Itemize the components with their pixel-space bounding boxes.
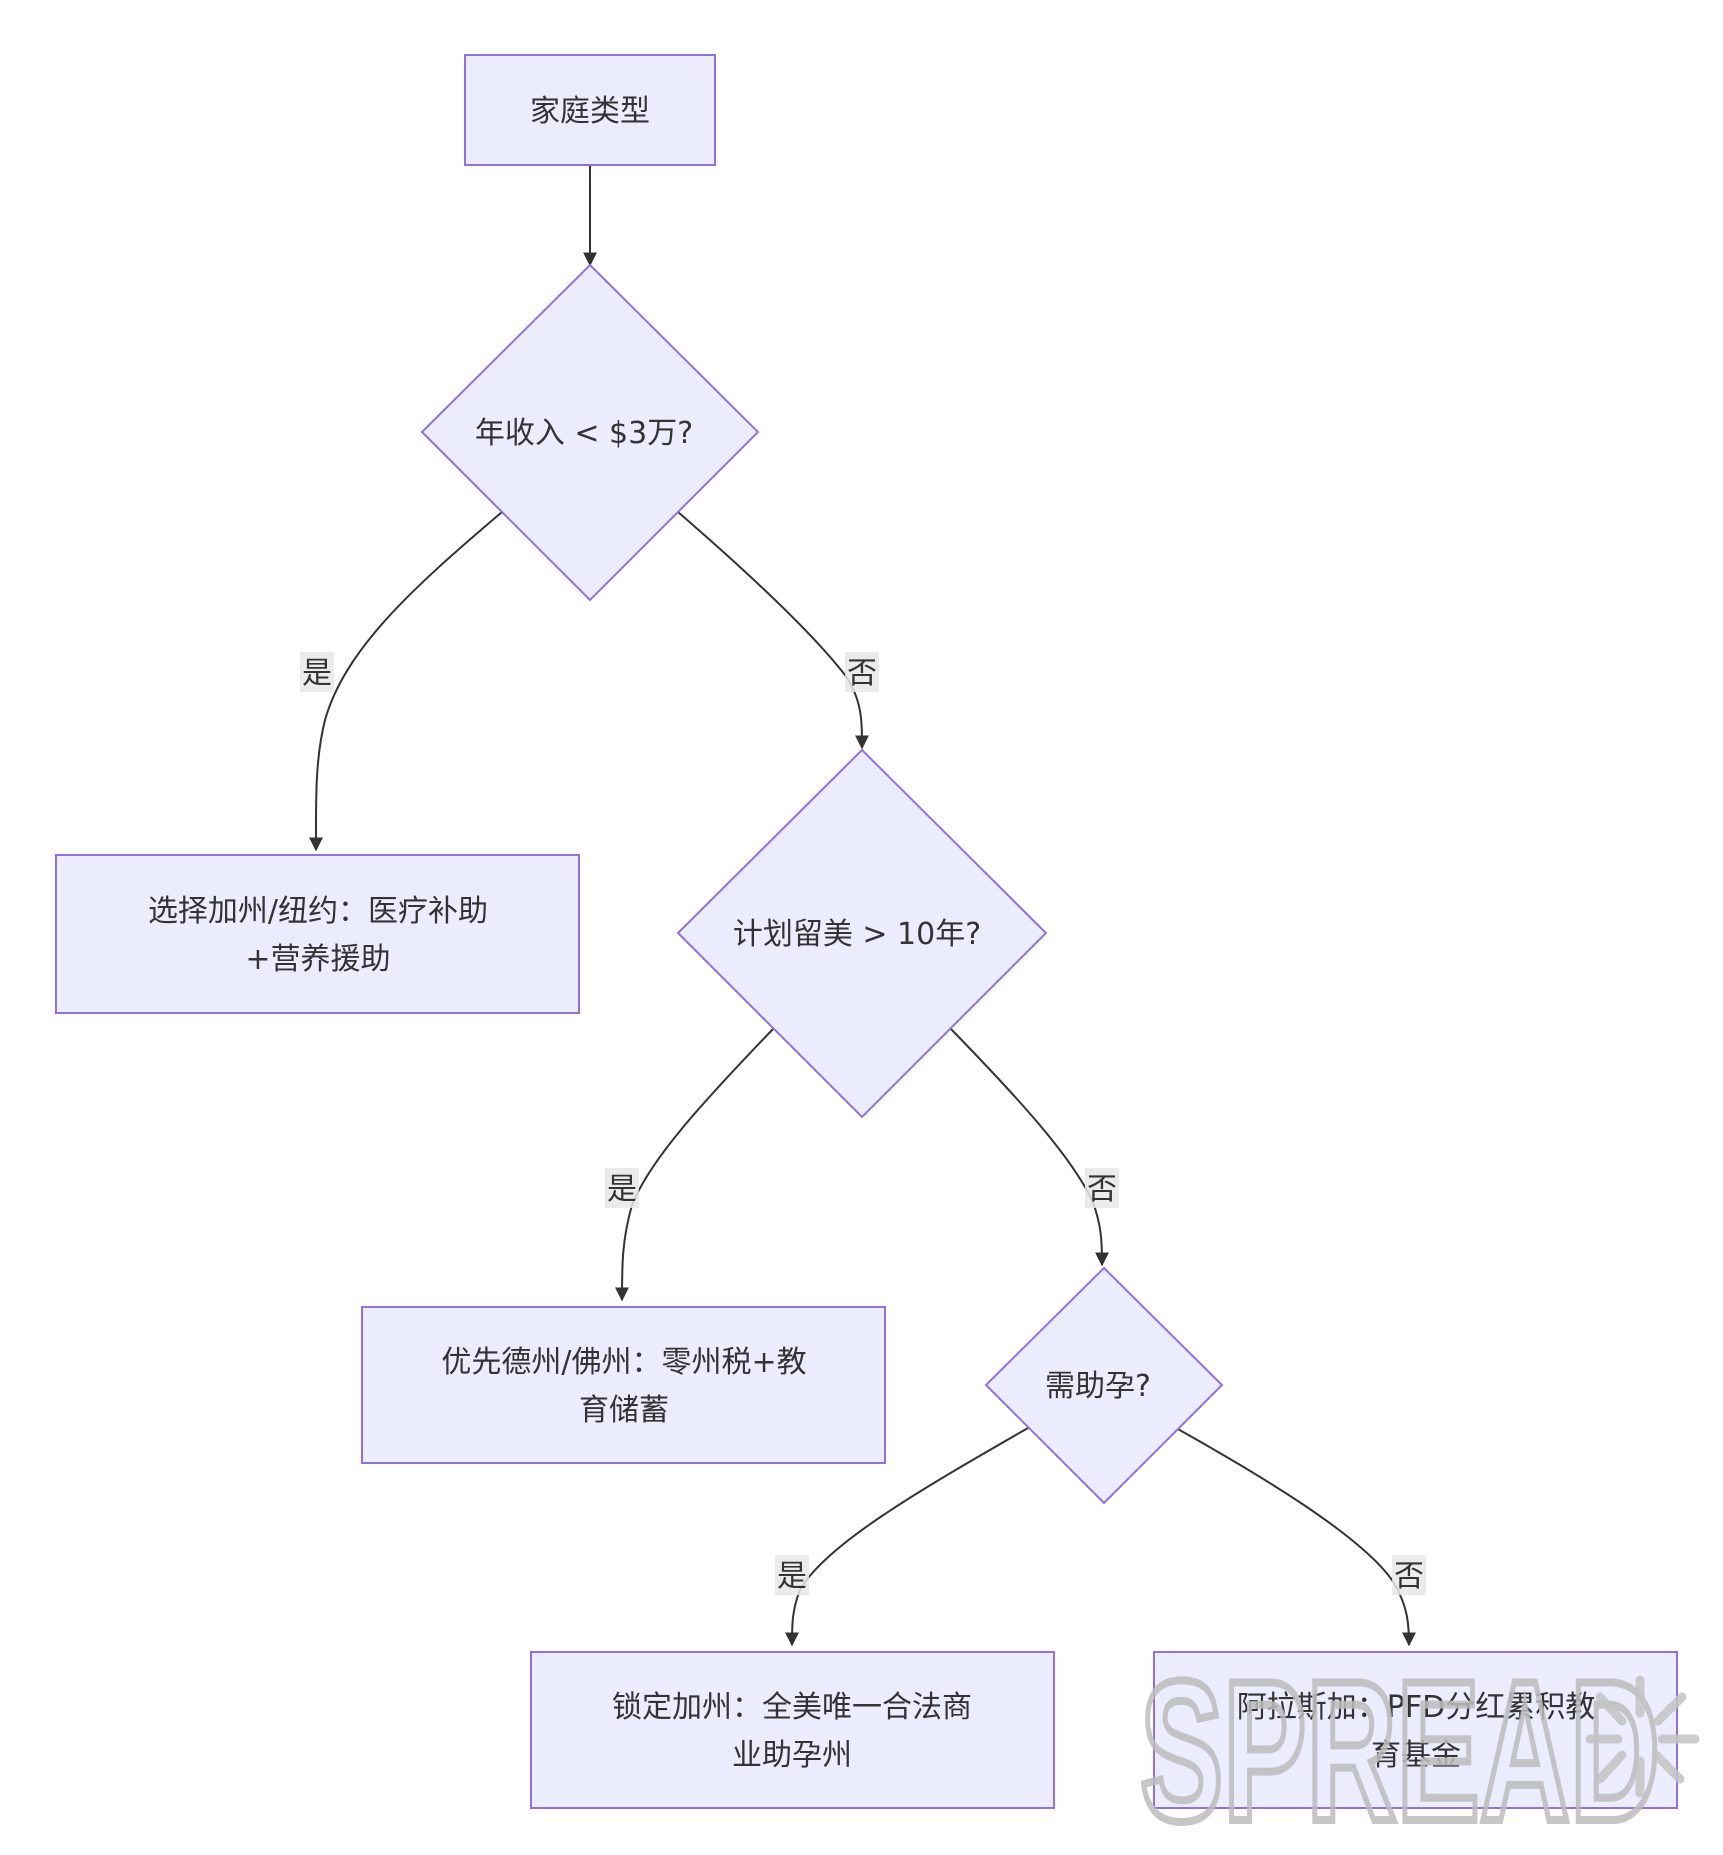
edge-label-income-no: 否 — [847, 656, 877, 691]
edge-stay-yes — [615, 1027, 775, 1302]
node-lock-ca-line2: 业助孕州 — [732, 1738, 852, 1773]
node-prefer-tx-fl-line2: 育储蓄 — [579, 1393, 669, 1428]
node-start-label: 家庭类型 — [530, 94, 650, 129]
node-alaska-line2: 育基金 — [1371, 1738, 1461, 1773]
node-ivf-check: 需助孕? — [984, 1266, 1224, 1505]
node-prefer-tx-fl-line1: 优先德州/佛州：零州税+教 — [441, 1345, 806, 1380]
edge-label-stay-no: 否 — [1087, 1172, 1117, 1207]
edge-ivf-yes — [785, 1427, 1029, 1647]
node-prefer-tx-fl: 优先德州/佛州：零州税+教 育储蓄 — [361, 1306, 886, 1464]
node-stay-check: 计划留美 > 10年? — [676, 748, 1048, 1119]
edge-income-no — [677, 511, 869, 750]
node-lock-ca: 锁定加州：全美唯一合法商 业助孕州 — [530, 1651, 1055, 1809]
node-alaska-line1: 阿拉斯加：PFD分红累积教 — [1237, 1690, 1595, 1725]
node-stay-check-label: 计划留美 > 10年? — [733, 917, 981, 952]
edge-stay-no — [949, 1027, 1109, 1267]
node-choose-ca-ny-line1: 选择加州/纽约：医疗补助 — [148, 894, 488, 929]
node-choose-ca-ny: 选择加州/纽约：医疗补助 +营养援助 — [55, 854, 580, 1014]
node-choose-ca-ny-line2: +营养援助 — [245, 942, 390, 977]
node-income-check: 年收入 < $3万? — [420, 263, 760, 602]
node-ivf-check-label: 需助孕? — [1045, 1369, 1151, 1404]
edge-labels: 是 否 是 否 是 否 — [300, 652, 1426, 1595]
edge-label-stay-yes: 是 — [607, 1172, 637, 1207]
watermark: SPREAD — [1136, 1636, 1700, 1855]
edge-label-ivf-yes: 是 — [777, 1559, 807, 1594]
watermark-spark-icon — [1585, 1675, 1700, 1798]
edge-label-ivf-no: 否 — [1394, 1559, 1424, 1594]
edge-ivf-no — [1175, 1427, 1416, 1647]
edge-income-yes — [308, 511, 503, 852]
edges — [308, 165, 1416, 1647]
watermark-text: SPREAD — [1140, 1640, 1660, 1855]
node-alaska: 阿拉斯加：PFD分红累积教 育基金 — [1153, 1651, 1678, 1809]
node-income-check-label: 年收入 < $3万? — [475, 416, 693, 451]
edge-label-income-yes: 是 — [302, 656, 332, 691]
node-lock-ca-line1: 锁定加州：全美唯一合法商 — [612, 1690, 972, 1725]
node-start: 家庭类型 — [464, 54, 716, 166]
